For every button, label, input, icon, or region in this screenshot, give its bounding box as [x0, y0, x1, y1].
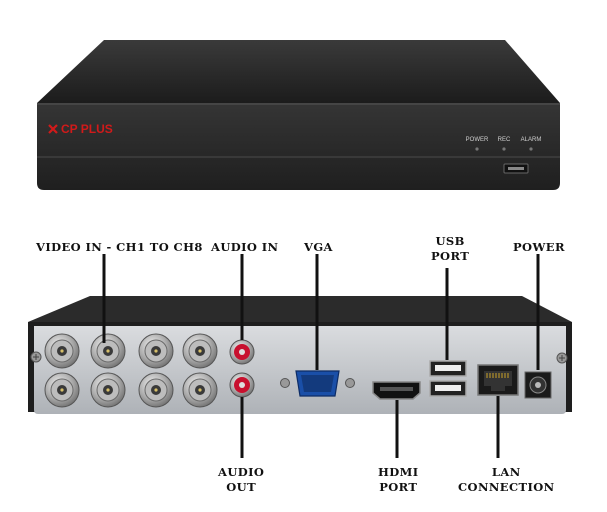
- power-label: POWER: [513, 240, 565, 254]
- rec-led-icon: [502, 147, 506, 151]
- video-in-label: VIDEO IN - CH1 TO CH8: [36, 240, 203, 254]
- audio-in-jack-icon: [229, 339, 255, 365]
- bnc-connector-icon: [138, 333, 174, 369]
- vga-label: VGA: [304, 240, 333, 254]
- bnc-connector-icon: [90, 372, 126, 408]
- screw-icon: [30, 351, 42, 363]
- bnc-connector-icon: [90, 333, 126, 369]
- bnc-connector-icon: [44, 372, 80, 408]
- brand-logo: CP PLUS: [61, 122, 113, 136]
- bnc-connector-icon: [44, 333, 80, 369]
- screw-icon: [556, 352, 568, 364]
- callout-lines: [102, 254, 540, 458]
- front-top-cover: [37, 40, 560, 103]
- bnc-connector-icon: [182, 372, 218, 408]
- lan-port-icon: [477, 364, 519, 396]
- power-indicator-label: POWER: [466, 137, 489, 143]
- front-face: [37, 103, 560, 190]
- audio-in-label: AUDIO IN: [211, 240, 279, 254]
- rear-top-cover: [28, 296, 572, 322]
- dc-power-jack-icon: [524, 371, 552, 399]
- rec-indicator-label: REC: [498, 137, 511, 143]
- power-led-icon: [475, 147, 479, 151]
- bnc-connector-icon: [138, 372, 174, 408]
- cp-plus-logo-icon: [48, 124, 58, 134]
- vga-port-icon: [280, 370, 355, 397]
- alarm-indicator-label: ALARM: [521, 137, 542, 143]
- hdmi-port-icon: [372, 381, 421, 400]
- bnc-connector-icon: [182, 333, 218, 369]
- usb-ports-icon: [429, 360, 467, 397]
- alarm-led-icon: [529, 147, 533, 151]
- audio-out-jack-icon: [229, 372, 255, 398]
- front-view: CP PLUS POWER REC ALARM: [37, 40, 560, 190]
- bnc-connectors: [44, 333, 218, 408]
- rear-view: [28, 296, 572, 414]
